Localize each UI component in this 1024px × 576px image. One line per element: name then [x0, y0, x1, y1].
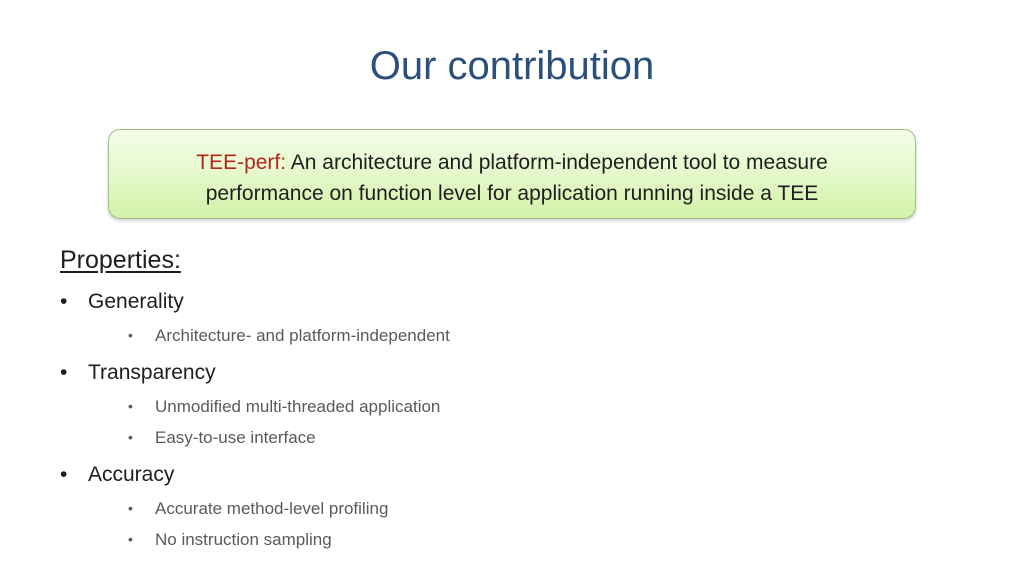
callout-line-1: TEE-perf: An architecture and platform-i…	[109, 147, 915, 178]
bullet-icon: •	[128, 327, 133, 343]
sub-bullet-text: Unmodified multi-threaded application	[155, 397, 441, 416]
property-generality-details: • Architecture- and platform-independent	[60, 320, 760, 351]
bullet-icon: •	[128, 398, 133, 414]
sub-bullet-text: Easy-to-use interface	[155, 428, 316, 447]
properties-list: • Generality • Architecture- and platfor…	[60, 284, 760, 559]
property-accuracy: • Accuracy	[60, 457, 760, 493]
bullet-icon: •	[128, 531, 133, 547]
bullet-icon: •	[128, 429, 133, 445]
tool-summary-callout: TEE-perf: An architecture and platform-i…	[108, 129, 916, 219]
list-item: • Accurate method-level profiling	[60, 493, 760, 524]
bullet-icon: •	[128, 500, 133, 516]
sub-bullet-text: Accurate method-level profiling	[155, 499, 389, 518]
sub-bullet-text: No instruction sampling	[155, 530, 332, 549]
bullet-icon: •	[60, 361, 68, 384]
sub-bullet-text: Architecture- and platform-independent	[155, 326, 450, 345]
bullet-icon: •	[60, 463, 68, 486]
slide-title: Our contribution	[369, 44, 655, 88]
property-label: Accuracy	[88, 463, 175, 486]
callout-line-2: performance on function level for applic…	[205, 182, 819, 205]
sub-bullet-list: • Accurate method-level profiling • No i…	[60, 493, 760, 555]
list-item: • Architecture- and platform-independent	[60, 320, 760, 351]
list-item: • Easy-to-use interface	[60, 422, 760, 453]
list-item: • No instruction sampling	[60, 524, 760, 555]
property-generality: • Generality	[60, 284, 760, 320]
list-item: • Unmodified multi-threaded application	[60, 391, 760, 422]
bullet-icon: •	[60, 290, 68, 313]
sub-bullet-list: • Unmodified multi-threaded application …	[60, 391, 760, 453]
properties-heading: Properties:	[60, 246, 181, 274]
property-accuracy-details: • Accurate method-level profiling • No i…	[60, 493, 760, 555]
callout-description-part-1: An architecture and platform-independent…	[286, 151, 828, 174]
property-label: Generality	[88, 290, 184, 313]
property-label: Transparency	[88, 361, 216, 384]
sub-bullet-list: • Architecture- and platform-independent	[60, 320, 760, 351]
tool-name: TEE-perf:	[196, 151, 287, 174]
property-transparency: • Transparency	[60, 355, 760, 391]
property-transparency-details: • Unmodified multi-threaded application …	[60, 391, 760, 453]
